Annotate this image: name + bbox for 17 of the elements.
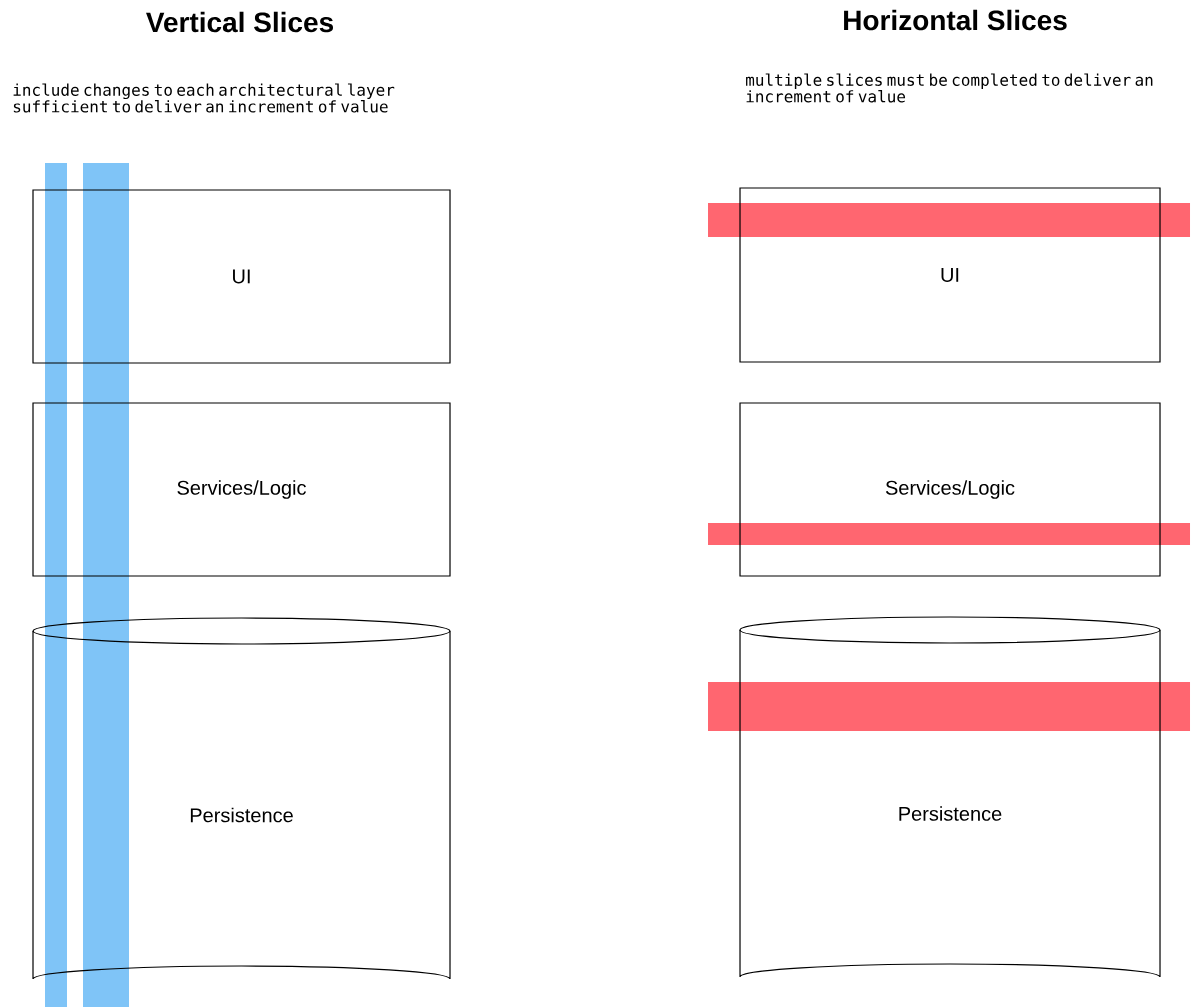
node-label: Persistence [899, 806, 1002, 821]
vertical-slice-bar [45, 163, 67, 1007]
note-text: include changes to each architectural layer sufficient to deliver an increment of value [13, 83, 395, 113]
layer-box: Services/Logic [739, 402, 1161, 577]
horizontal-slice-bar [708, 682, 1190, 731]
database-cylinder: Persistence [32, 617, 451, 980]
vertical-slice-bar [83, 163, 129, 1007]
database-cylinder: Persistence [739, 616, 1161, 978]
heading: Vertical Slices [146, 11, 333, 33]
layer-box: UI [32, 189, 451, 364]
heading: Horizontal Slices [844, 9, 1067, 31]
layer-box: Services/Logic [32, 402, 451, 577]
layer-box: UI [739, 187, 1161, 363]
node-label: Persistence [190, 807, 293, 823]
note-text: multiple slices must be completed to deliver an increment of value [746, 73, 1153, 103]
horizontal-slice-bar [708, 203, 1190, 237]
horizontal-slice-bar [708, 523, 1190, 545]
